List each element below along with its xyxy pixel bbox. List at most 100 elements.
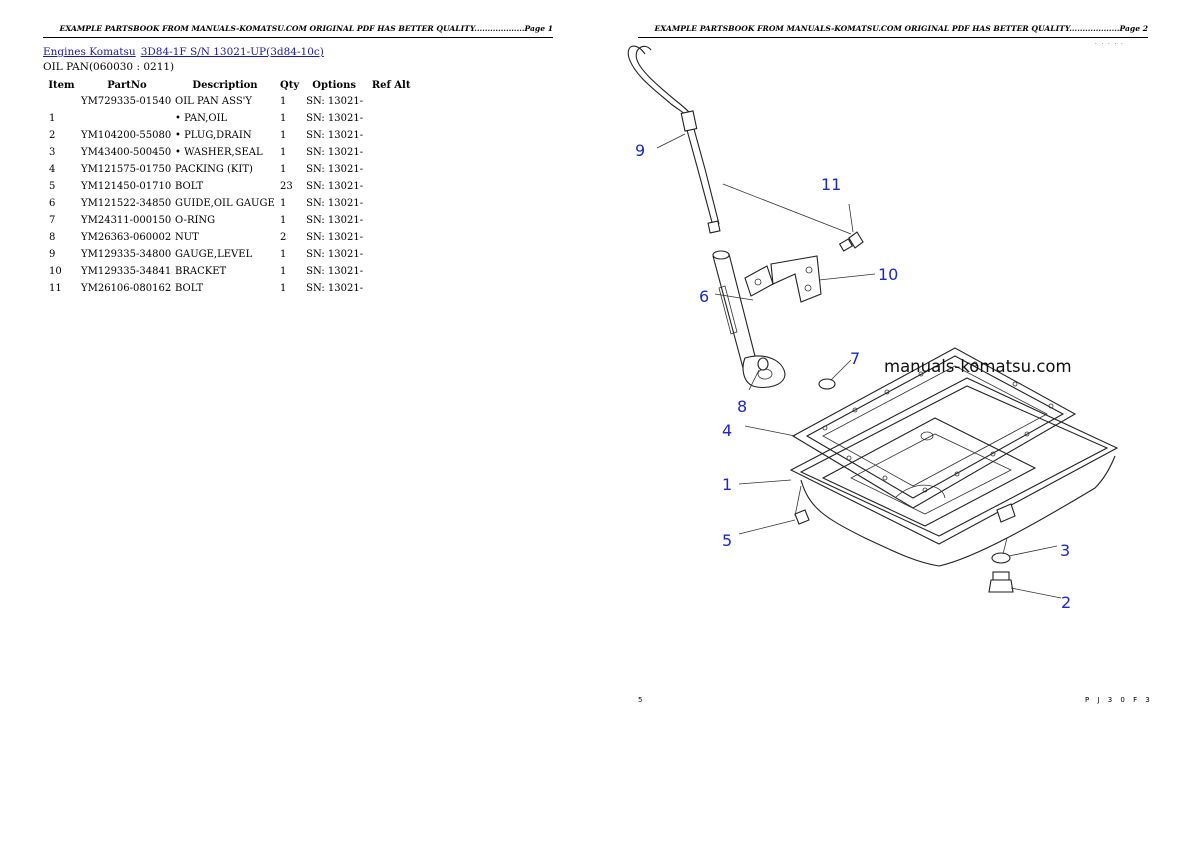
cell-partno: YM24311-000150: [81, 215, 172, 226]
table-row: 1 • PAN,OIL 1 SN: 13021-: [43, 110, 417, 127]
bolt-part-11: [838, 231, 864, 252]
cell-partno: YM121575-01750: [81, 164, 172, 175]
cell-qty: 2: [280, 232, 287, 243]
cell-qty: 1: [280, 113, 287, 124]
oil-pan-part: [789, 377, 1119, 567]
column-header-ref-alt: Ref Alt: [371, 79, 411, 91]
gauge-level-part: [627, 45, 721, 234]
callout-4: 4: [722, 421, 732, 440]
callout-1: 1: [722, 475, 732, 494]
page-2: EXAMPLE PARTSBOOK FROM MANUALS-KOMATSU.C…: [595, 0, 1190, 842]
cell-options: SN: 13021-: [306, 113, 364, 124]
cell-ref-alt: [365, 212, 417, 229]
drain-plug-part: [988, 571, 1014, 593]
diagram-footer-code: P J 3 0 F 3: [1085, 696, 1153, 704]
cell-description: • WASHER,SEAL: [175, 147, 263, 158]
callout-7: 7: [850, 349, 860, 368]
cell-ref-alt: [365, 229, 417, 246]
bracket-part: [744, 255, 822, 303]
cell-partno: YM129335-34841: [81, 266, 172, 277]
callout-3: 3: [1060, 541, 1070, 560]
cell-description: BOLT: [175, 283, 204, 294]
cell-qty: 1: [280, 215, 287, 226]
cell-options: SN: 13021-: [306, 147, 364, 158]
watermark-text: manuals-komatsu.com: [884, 357, 1072, 376]
cell-description: BOLT: [175, 181, 204, 192]
cell-qty: 23: [280, 181, 293, 192]
guide-oil-gauge-part: [712, 250, 786, 389]
cell-partno: YM121522-34850: [81, 198, 172, 209]
cell-item: 11: [49, 283, 62, 294]
section-title: OIL PAN(060030 : 0211): [43, 61, 175, 73]
cell-qty: 1: [280, 249, 287, 260]
cell-partno: YM26363-060002: [81, 232, 172, 243]
cell-item: 9: [49, 249, 56, 260]
page-header: EXAMPLE PARTSBOOK FROM MANUALS-KOMATSU.C…: [43, 24, 553, 38]
packing-part: [791, 347, 1077, 509]
cell-options: SN: 13021-: [306, 249, 364, 260]
cell-options: SN: 13021-: [306, 215, 364, 226]
cell-description: • PLUG,DRAIN: [175, 130, 252, 141]
callout-10: 10: [878, 265, 898, 284]
cell-partno: YM104200-55080: [81, 130, 172, 141]
o-ring-part: [818, 378, 836, 390]
cell-description: GUIDE,OIL GAUGE: [175, 198, 275, 209]
parts-table: Item PartNo Description Qty Options Ref …: [43, 77, 417, 297]
page-header: EXAMPLE PARTSBOOK FROM MANUALS-KOMATSU.C…: [638, 24, 1148, 38]
column-header-item: Item: [48, 79, 75, 91]
cell-qty: 1: [280, 266, 287, 277]
cell-description: PACKING (KIT): [175, 164, 253, 175]
callout-5: 5: [722, 531, 732, 550]
cell-description: • PAN,OIL: [175, 113, 228, 124]
breadcrumb-link-engines[interactable]: Engines Komatsu: [43, 46, 136, 58]
cell-item: 4: [49, 164, 56, 175]
cell-item: 1: [49, 113, 56, 124]
cell-item: [43, 93, 80, 110]
cell-options: SN: 13021-: [306, 96, 364, 107]
cell-item: 10: [49, 266, 62, 277]
cell-qty: 1: [280, 283, 287, 294]
cell-options: SN: 13021-: [306, 164, 364, 175]
washer-seal-part: [991, 552, 1011, 564]
cell-options: SN: 13021-: [306, 181, 364, 192]
cell-options: SN: 13021-: [306, 232, 364, 243]
cell-item: 7: [49, 215, 56, 226]
breadcrumb-link-model[interactable]: 3D84-1F S/N 13021-UP(3d84-10c): [140, 46, 324, 58]
cell-partno: YM729335-01540: [81, 96, 172, 107]
callout-6: 6: [699, 287, 709, 306]
cell-partno: YM129335-34800: [81, 249, 172, 260]
callout-2: 2: [1061, 593, 1071, 612]
callout-9: 9: [635, 141, 645, 160]
nut-part: [757, 357, 769, 371]
cell-options: SN: 13021-: [306, 266, 364, 277]
cell-partno: YM26106-080162: [81, 283, 172, 294]
cell-description: OIL PAN ASS'Y: [175, 96, 253, 107]
cell-item: 6: [49, 198, 56, 209]
cell-ref-alt: [365, 127, 417, 144]
cell-options: SN: 13021-: [306, 198, 364, 209]
column-header-description: Description: [192, 79, 258, 91]
cell-ref-alt: [365, 178, 417, 195]
cell-options: SN: 13021-: [306, 283, 364, 294]
cell-qty: 1: [280, 164, 287, 175]
exploded-parts-diagram: 9 11 10 6 7 8 4 1 5 3 2: [627, 45, 1119, 612]
cell-item: 3: [49, 147, 56, 158]
callout-11: 11: [821, 175, 841, 194]
cell-qty: 1: [280, 130, 287, 141]
cell-options: SN: 13021-: [306, 130, 364, 141]
cell-ref-alt: [365, 246, 417, 263]
breadcrumb: Engines Komatsu 3D84-1F S/N 13021-UP(3d84…: [43, 46, 324, 58]
cell-item: 2: [49, 130, 56, 141]
cell-qty: 1: [280, 96, 287, 107]
cell-partno: [80, 110, 174, 127]
cell-qty: 1: [280, 147, 287, 158]
column-header-partno: PartNo: [107, 79, 147, 91]
bolt-part-5: [794, 509, 810, 525]
cell-ref-alt: [365, 280, 417, 297]
